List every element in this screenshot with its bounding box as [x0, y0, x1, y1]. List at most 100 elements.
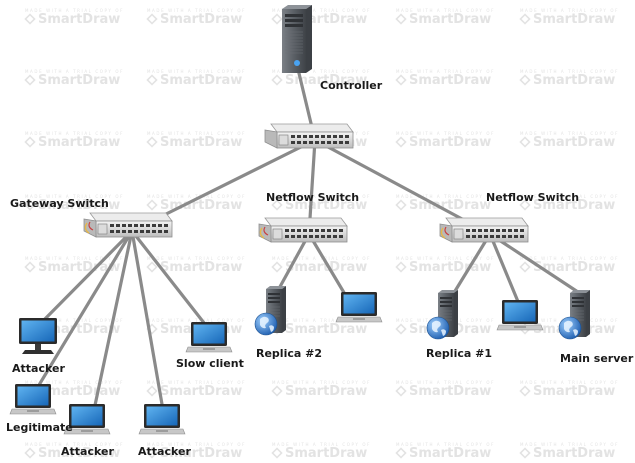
watermark-small-text: MADE WITH A TRIAL COPY OF [25, 442, 124, 447]
label-replica-2: Replica #2 [256, 347, 322, 360]
device-nodes [9, 4, 591, 435]
watermark-small-text: MADE WITH A TRIAL COPY OF [520, 8, 619, 13]
watermark-brand-text: SmartDraw [271, 323, 371, 337]
label-attacker-desktop: Attacker [12, 362, 65, 375]
watermark-brand-text: SmartDraw [146, 261, 246, 275]
watermark-small-text: MADE WITH A TRIAL COPY OF [520, 442, 619, 447]
gateway-switch-network-switch-icon [84, 213, 172, 237]
label-gateway-switch: Gateway Switch [10, 197, 109, 210]
watermark-small-text: MADE WITH A TRIAL COPY OF [272, 256, 371, 261]
watermark-brand-text: SmartDraw [24, 74, 124, 88]
watermark-small-text: MADE WITH A TRIAL COPY OF [520, 194, 619, 199]
watermark-brand-text: SmartDraw [271, 447, 371, 461]
watermark-brand-text: SmartDraw [146, 199, 246, 213]
watermark-brand-text: SmartDraw [146, 447, 246, 461]
watermark-brand-text: SmartDraw [146, 136, 246, 150]
watermark-brand-text: SmartDraw [395, 13, 495, 27]
label-controller: Controller [320, 79, 383, 92]
laptop-netflow-1-laptop-icon [335, 291, 383, 323]
watermark-brand-text: SmartDraw [271, 261, 371, 275]
watermark-small-text: MADE WITH A TRIAL COPY OF [396, 380, 495, 385]
label-netflow-switch-2: Netflow Switch [486, 191, 580, 204]
watermark-brand-text: SmartDraw [146, 385, 246, 399]
watermark-brand-text: SmartDraw [395, 385, 495, 399]
watermark-small-text: MADE WITH A TRIAL COPY OF [396, 131, 495, 136]
legitimate-laptop-icon [9, 383, 57, 415]
watermark-small-text: MADE WITH A TRIAL COPY OF [396, 256, 495, 261]
link-netflow-switch-1-to-laptop-netflow-1 [307, 232, 348, 298]
link-netflow-switch-2-to-replica-1 [450, 232, 492, 298]
label-main-server: Main server [560, 352, 634, 365]
watermark-brand-text: SmartDraw [271, 74, 371, 88]
watermark-small-text: MADE WITH A TRIAL COPY OF [272, 69, 371, 74]
watermark-brand-text: SmartDraw [519, 261, 619, 275]
main-server-web-server-icon [558, 289, 591, 340]
watermark-small-text: MADE WITH A TRIAL COPY OF [520, 380, 619, 385]
watermark-small-text: MADE WITH A TRIAL COPY OF [147, 380, 246, 385]
watermark-brand-text: SmartDraw [395, 136, 495, 150]
watermark-small-text: MADE WITH A TRIAL COPY OF [25, 131, 124, 136]
watermark-brand-text: SmartDraw [146, 13, 246, 27]
watermark-brand-text: SmartDraw [271, 385, 371, 399]
slow-client-laptop-icon [185, 321, 233, 353]
watermark-small-text: MADE WITH A TRIAL COPY OF [396, 69, 495, 74]
netflow-switch-1-network-switch-icon [259, 218, 347, 242]
watermark-small-text: MADE WITH A TRIAL COPY OF [147, 131, 246, 136]
link-gateway-switch-to-attacker-laptop-1 [92, 229, 134, 412]
watermark-brand-text: SmartDraw [24, 199, 124, 213]
watermark-small-text: MADE WITH A TRIAL COPY OF [25, 380, 124, 385]
label-attacker-laptop-2: Attacker [138, 445, 191, 458]
link-netflow-switch-2-to-main-server [488, 232, 586, 298]
watermark-small-text: MADE WITH A TRIAL COPY OF [25, 8, 124, 13]
watermark-small-text: MADE WITH A TRIAL COPY OF [520, 131, 619, 136]
netflow-switch-2-network-switch-icon [440, 218, 528, 242]
watermark-brand-text: SmartDraw [24, 323, 124, 337]
link-gateway-switch-to-attacker-laptop-2 [130, 229, 165, 412]
watermark-small-text: MADE WITH A TRIAL COPY OF [25, 318, 124, 323]
watermark-small-text: MADE WITH A TRIAL COPY OF [147, 256, 246, 261]
label-attacker-laptop-1: Attacker [61, 445, 114, 458]
attacker-laptop-2-laptop-icon [138, 403, 186, 435]
label-slow-client: Slow client [176, 357, 244, 370]
watermark-brand-text: SmartDraw [24, 13, 124, 27]
watermark-brand-text: SmartDraw [519, 199, 619, 213]
watermark-small-text: MADE WITH A TRIAL COPY OF [520, 69, 619, 74]
watermark-small-text: MADE WITH A TRIAL COPY OF [272, 442, 371, 447]
watermark-brand-text: SmartDraw [519, 136, 619, 150]
watermark-small-text: MADE WITH A TRIAL COPY OF [396, 442, 495, 447]
watermark-brand-text: SmartDraw [24, 447, 124, 461]
controller-server-tower-icon [281, 4, 313, 74]
watermark-brand-text: SmartDraw [519, 385, 619, 399]
watermark-small-text: MADE WITH A TRIAL COPY OF [147, 318, 246, 323]
link-gateway-switch-to-slow-client [130, 229, 210, 330]
link-netflow-switch-2-to-laptop-netflow-2 [488, 232, 521, 306]
watermark-small-text: MADE WITH A TRIAL COPY OF [25, 256, 124, 261]
watermark-brand-text: SmartDraw [146, 74, 246, 88]
watermark-brand-text: SmartDraw [395, 74, 495, 88]
attacker-desktop-desktop-computer-icon [19, 318, 57, 354]
